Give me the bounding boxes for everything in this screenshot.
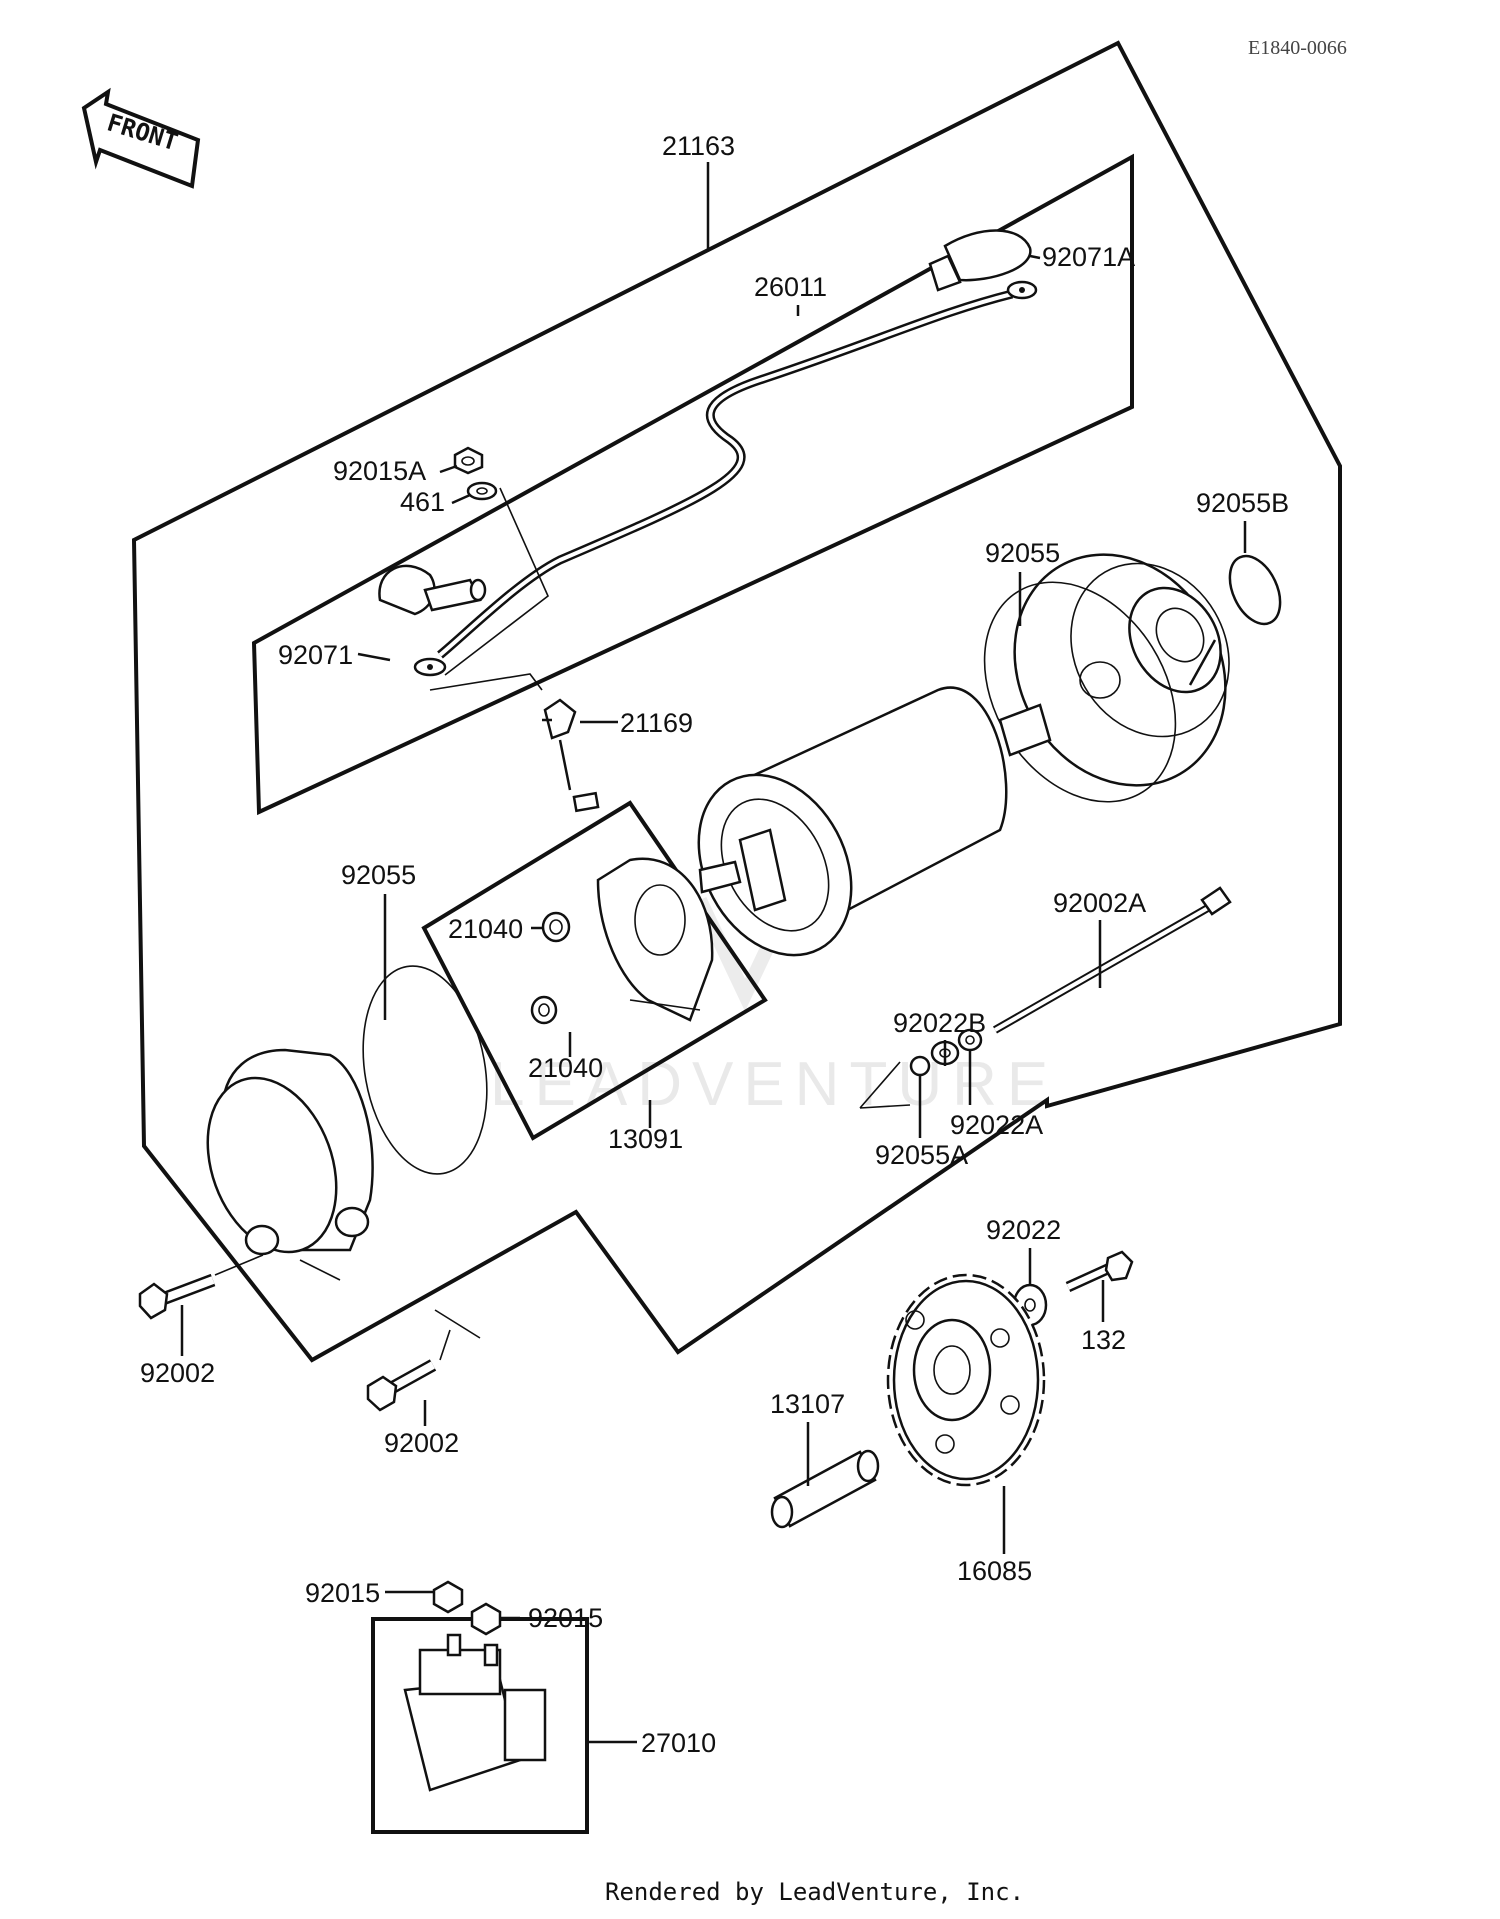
leader-cover-bolt-2 [434, 1309, 481, 1361]
label-26011: 26011 [754, 272, 827, 302]
front-arrow-icon: FRONT [81, 87, 201, 189]
label-92055-left: 92055 [341, 860, 416, 890]
label-92055-top: 92055 [985, 538, 1060, 568]
o-ring-92055B [1228, 554, 1282, 626]
bolt-92002-a [138, 1273, 216, 1320]
bearing-21040-a [541, 911, 571, 943]
nut-92015A [453, 446, 484, 475]
label-27010: 27010 [641, 1728, 716, 1758]
footer-credit: Rendered by LeadVenture, Inc. [605, 1878, 1024, 1906]
label-92071: 92071 [278, 640, 353, 670]
terminal-cap-92071 [378, 564, 487, 616]
label-92055A: 92055A [875, 1140, 968, 1170]
label-92022A: 92022A [950, 1110, 1043, 1140]
terminal-cap-92071A [928, 229, 1032, 292]
starter-relay-27010 [403, 1633, 547, 1792]
label-21163: 21163 [662, 131, 735, 161]
brush-plate-frame [421, 800, 768, 1141]
bolt-92002-b [366, 1359, 437, 1412]
leader-cover-bolt [214, 1254, 341, 1281]
label-92055B: 92055B [1196, 488, 1289, 518]
label-132: 132 [1081, 1325, 1126, 1355]
label-461: 461 [400, 487, 445, 517]
brush-21169 [542, 698, 600, 813]
label-92002-b: 92002 [384, 1428, 459, 1458]
label-92071A: 92071A [1042, 242, 1135, 272]
leader-washer [444, 487, 549, 676]
label-92022: 92022 [986, 1215, 1061, 1245]
label-92002A: 92002A [1053, 888, 1146, 918]
label-92022B: 92022B [893, 1008, 986, 1038]
label-16085: 16085 [957, 1556, 1032, 1586]
starter-gear-16085 [886, 1273, 1046, 1487]
assembly-frame-21163 [131, 40, 1342, 1363]
bearing-21040-b [530, 995, 558, 1025]
label-92015-a: 92015 [305, 1578, 380, 1608]
shaft-13107 [770, 1449, 880, 1529]
washer-92055A [909, 1055, 931, 1077]
battery-cable [413, 280, 1038, 677]
harness-frame [251, 153, 1134, 816]
label-13091: 13091 [608, 1124, 683, 1154]
label-92015A: 92015A [333, 456, 426, 486]
label-21040-a: 21040 [448, 914, 523, 944]
label-92015-b: 92015 [528, 1603, 603, 1633]
nut-92015-b [470, 1602, 502, 1636]
leader-92055A-group [859, 1061, 911, 1109]
label-21040-b: 21040 [528, 1053, 603, 1083]
leader-lines [180, 162, 1247, 1744]
brush-plate-13091 [596, 857, 714, 1022]
rear-cover [1013, 553, 1230, 787]
label-21169: 21169 [620, 708, 693, 738]
washer-461 [466, 481, 498, 501]
o-ring-92055-left [362, 965, 488, 1175]
label-92002-a: 92002 [140, 1358, 215, 1388]
label-13107: 13107 [770, 1389, 845, 1419]
through-bolt-92002A [993, 886, 1232, 1034]
diagram-code: E1840-0066 [1248, 37, 1347, 59]
leader-terminal [429, 673, 543, 691]
front-cover [206, 1048, 374, 1256]
nut-92015-a [432, 1580, 464, 1614]
bolt-132 [1065, 1250, 1134, 1293]
motor-yoke [697, 686, 1052, 957]
